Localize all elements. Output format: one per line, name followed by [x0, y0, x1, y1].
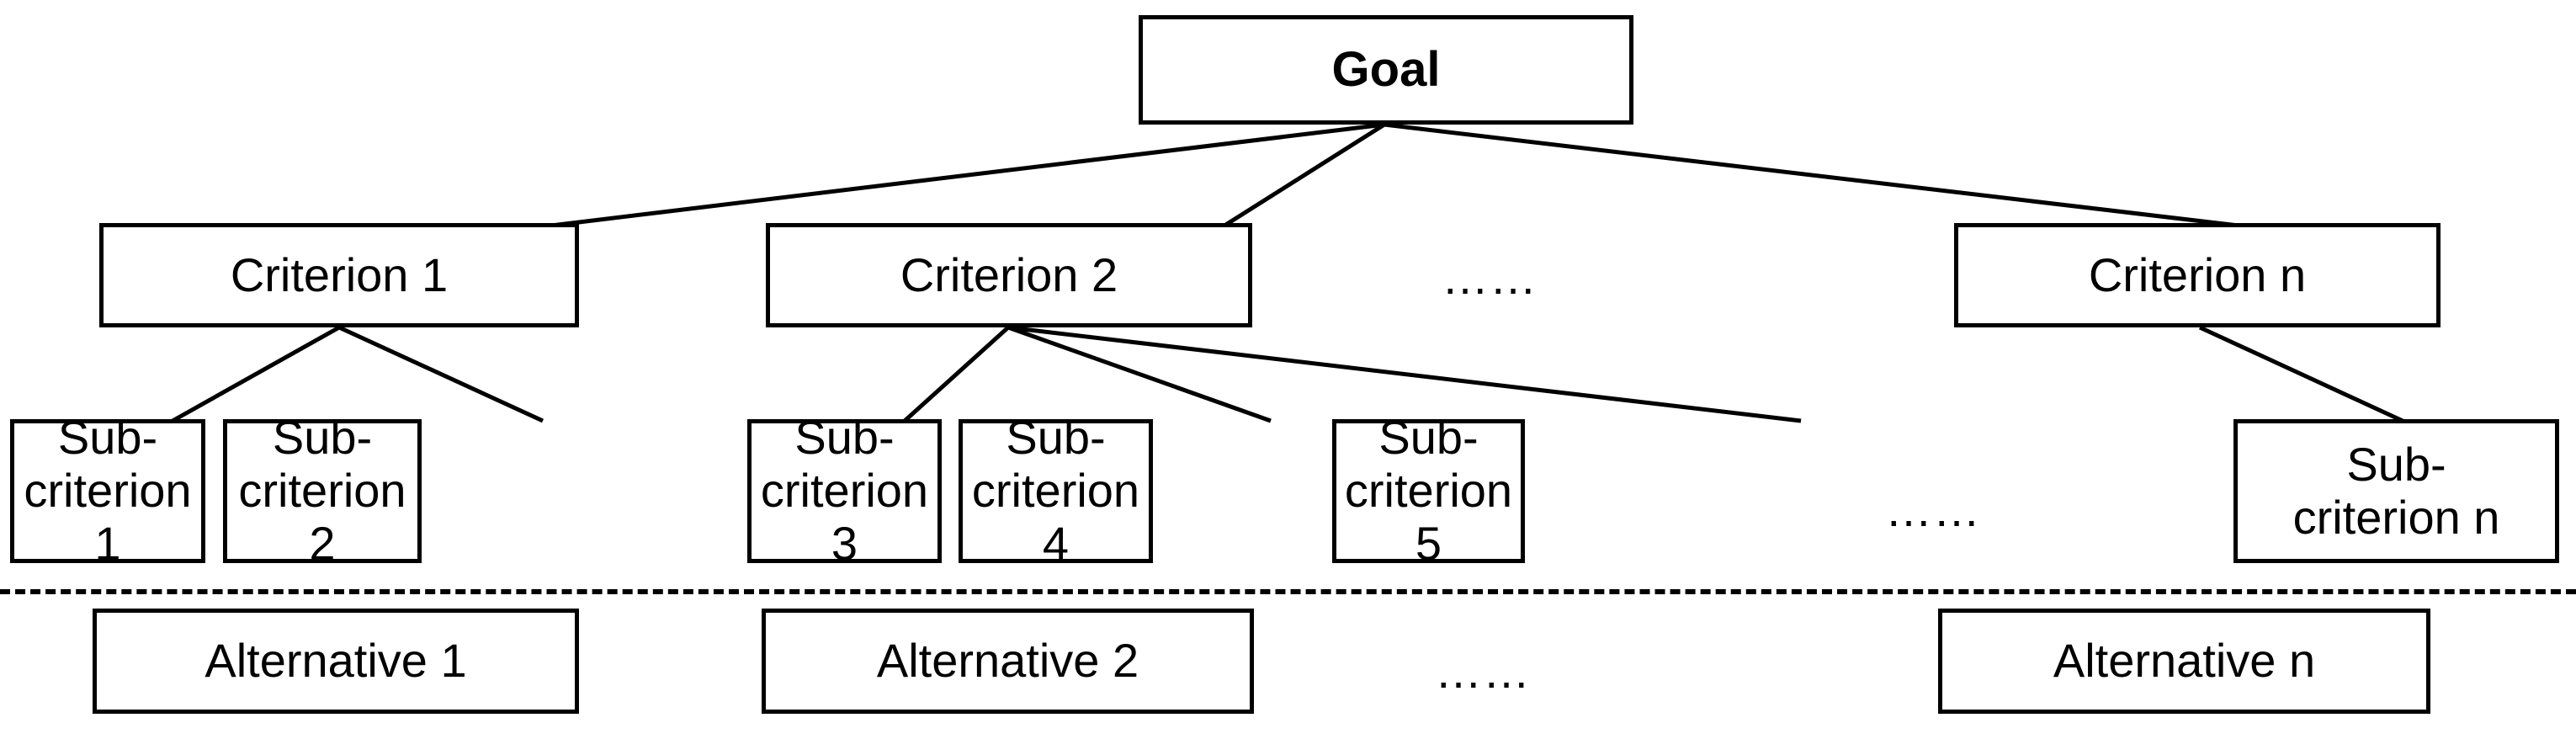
criteria-c1[interactable]: Criterion 1 [99, 223, 579, 327]
edge-c2-to-s3 [903, 326, 1010, 423]
subcriteria-s4-label: Sub- criterion 4 [971, 411, 1140, 570]
subcriteria-s5[interactable]: Sub- criterion 5 [1332, 412, 1525, 570]
criteria-cn[interactable]: Criterion n [1954, 223, 2441, 327]
criteria-c1-label: Criterion 1 [230, 247, 449, 301]
criteria-c2[interactable]: Criterion 2 [766, 223, 1252, 327]
subcriteria-s4[interactable]: Sub- criterion 4 [959, 412, 1153, 570]
criteria-ellipsis: …… [1442, 251, 1538, 304]
alternatives-a2-label: Alternative 2 [876, 634, 1139, 688]
subcriteria-s3-label: Sub- criterion 3 [760, 411, 929, 570]
alternatives-a2[interactable]: Alternative 2 [762, 609, 1254, 714]
alternatives-separator [0, 589, 2576, 594]
edge-goal-to-c2 [1223, 122, 1386, 228]
alternatives-ellipsis: …… [1435, 645, 1531, 698]
subcriteria-s2[interactable]: Sub- criterion 2 [223, 412, 422, 570]
criteria-cn-label: Criterion n [2088, 247, 2307, 301]
node-goal-label: Goal [1331, 41, 1441, 97]
subcriteria-s5-label: Sub- criterion 5 [1344, 411, 1513, 570]
subcriteria-s1[interactable]: Sub- criterion 1 [10, 412, 205, 570]
edge-c2-to-s5 [1007, 325, 1802, 423]
subcriteria-s1-label: Sub- criterion 1 [24, 411, 192, 570]
subcriteria-s3[interactable]: Sub- criterion 3 [747, 412, 942, 570]
subcriteria-sn[interactable]: Sub- criterion n [2233, 419, 2559, 563]
edge-goal-to-c1 [550, 122, 1385, 228]
edge-c1-to-s1 [171, 325, 341, 423]
subcriteria-ellipsis: …… [1885, 483, 1981, 536]
edge-c1-to-s2 [337, 325, 544, 423]
edge-goal-to-cn [1384, 122, 2239, 228]
criteria-c2-label: Criterion 2 [900, 247, 1118, 301]
alternatives-a1[interactable]: Alternative 1 [93, 609, 579, 714]
alternatives-a1-label: Alternative 1 [204, 634, 467, 688]
alternatives-an[interactable]: Alternative n [1938, 609, 2430, 714]
subcriteria-sn-label: Sub- criterion n [2292, 437, 2500, 544]
edge-c2-to-s4 [1007, 325, 1272, 423]
subcriteria-s2-label: Sub- criterion 2 [238, 411, 406, 570]
alternatives-an-label: Alternative n [2053, 634, 2316, 688]
edge-cn-to-sn [2198, 325, 2404, 423]
node-goal[interactable]: Goal [1139, 15, 1633, 125]
